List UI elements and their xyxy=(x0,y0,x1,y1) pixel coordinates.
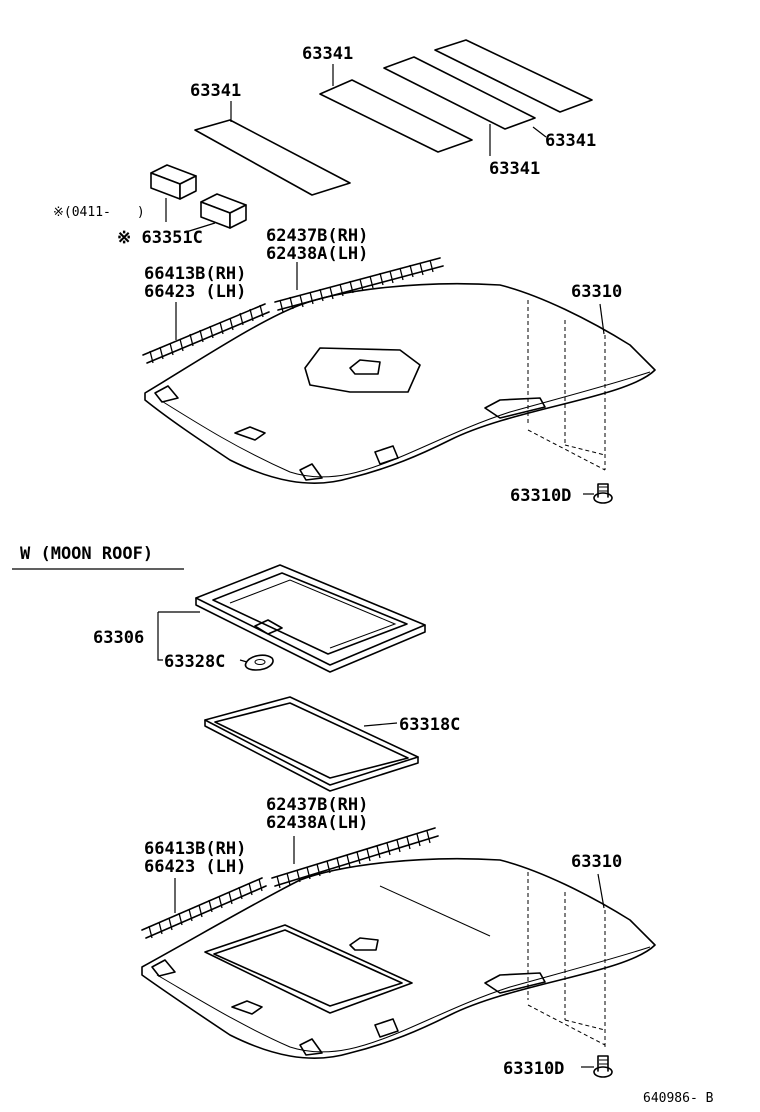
block-63351c-upper[interactable] xyxy=(150,164,197,200)
label-63328c: 63328C xyxy=(164,652,225,672)
headliner-63310-top[interactable] xyxy=(144,282,656,484)
label-63351c: ※ 63351C xyxy=(117,228,203,248)
spring-62437b-62438a-top[interactable] xyxy=(274,257,444,313)
spring-66413b-66423-bottom[interactable] xyxy=(141,877,267,939)
section-heading: W (MOON ROOF) xyxy=(20,544,153,564)
label-63310d-bottom: 63310D xyxy=(503,1059,564,1079)
label-63341-b: 63341 xyxy=(302,44,353,64)
clip-63328c[interactable] xyxy=(244,654,274,671)
label-62437b-top: 62437B(RH) xyxy=(266,226,368,246)
label-66413b-top: 66413B(RH) xyxy=(144,264,246,284)
pad-63341-mid-right[interactable] xyxy=(383,56,536,130)
label-66423-bottom: 66423 (LH) xyxy=(144,857,246,877)
footer-code: 640986- B xyxy=(643,1091,714,1106)
label-63341-a: 63341 xyxy=(190,81,241,101)
label-63341-d: 63341 xyxy=(489,159,540,179)
label-66423-top: 66423 (LH) xyxy=(144,282,246,302)
clip-63310d-bottom[interactable] xyxy=(593,1055,613,1078)
label-62438a-bottom: 62438A(LH) xyxy=(266,813,368,833)
spring-66413b-66423-top[interactable] xyxy=(142,303,270,364)
pad-63341-center[interactable] xyxy=(319,79,473,153)
label-66413b-bottom: 66413B(RH) xyxy=(144,839,246,859)
clip-63310d-top[interactable] xyxy=(593,483,613,504)
label-63341-c: 63341 xyxy=(545,131,596,151)
headliner-63310-moonroof[interactable] xyxy=(141,857,656,1059)
label-note-date: ※(0411- ) xyxy=(53,205,145,220)
sunshade-63306[interactable] xyxy=(195,564,426,673)
pad-63341-left[interactable] xyxy=(194,119,351,196)
label-63318c: 63318C xyxy=(399,715,460,735)
label-63310-top: 63310 xyxy=(571,282,622,302)
label-62438a-top: 62438A(LH) xyxy=(266,244,368,264)
label-63310-bottom: 63310 xyxy=(571,852,622,872)
pad-63341-far-right[interactable] xyxy=(434,39,593,113)
spring-62437b-62438a-bottom[interactable] xyxy=(271,827,439,889)
block-63351c-lower[interactable] xyxy=(200,193,247,229)
label-63310d-top: 63310D xyxy=(510,486,571,506)
label-62437b-bottom: 62437B(RH) xyxy=(266,795,368,815)
label-63306: 63306 xyxy=(93,628,144,648)
seal-63318c[interactable] xyxy=(204,696,419,792)
